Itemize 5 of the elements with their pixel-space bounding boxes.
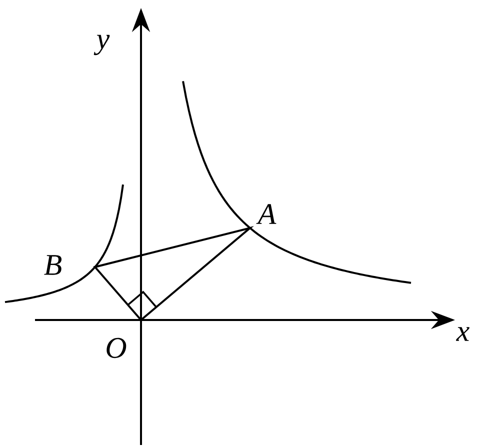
axis-label: x [456,327,470,341]
point-label: A [256,204,276,224]
axis-label: y [94,34,110,56]
point-label: O [106,338,126,358]
point-label: B [44,255,62,275]
